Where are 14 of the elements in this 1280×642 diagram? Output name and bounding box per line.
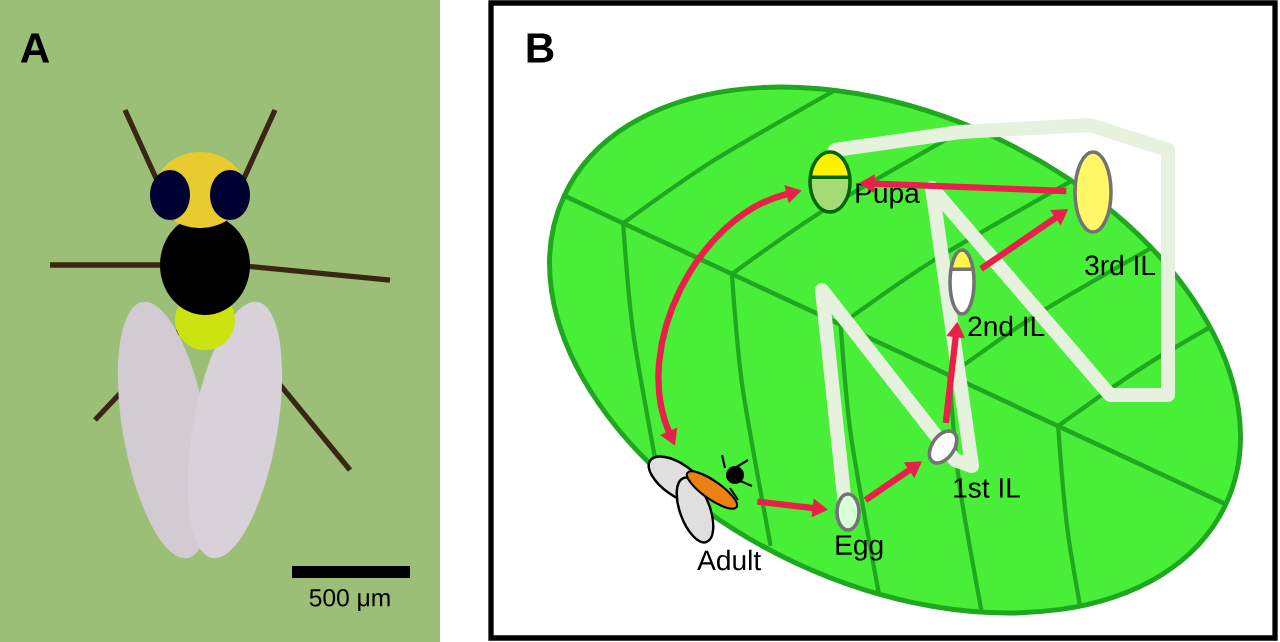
- panel-letter: A: [20, 33, 50, 63]
- panel-letter: B: [527, 33, 554, 63]
- larva-drawing: [1073, 150, 1113, 234]
- larva-drawing: [808, 150, 852, 214]
- stage-label: Adult: [697, 549, 761, 571]
- stage-label: Egg: [836, 535, 883, 561]
- stage-label: 2nd IL: [968, 315, 1045, 337]
- larva-drawing: [835, 492, 861, 532]
- scale-label: 500 μm: [309, 589, 390, 611]
- larva-drawing: [927, 429, 959, 465]
- stage-label: 3rd IL: [1085, 254, 1156, 276]
- fly-drawing: [647, 453, 754, 544]
- stage-label: 1st IL: [954, 478, 1020, 498]
- larva-drawing: [948, 248, 976, 316]
